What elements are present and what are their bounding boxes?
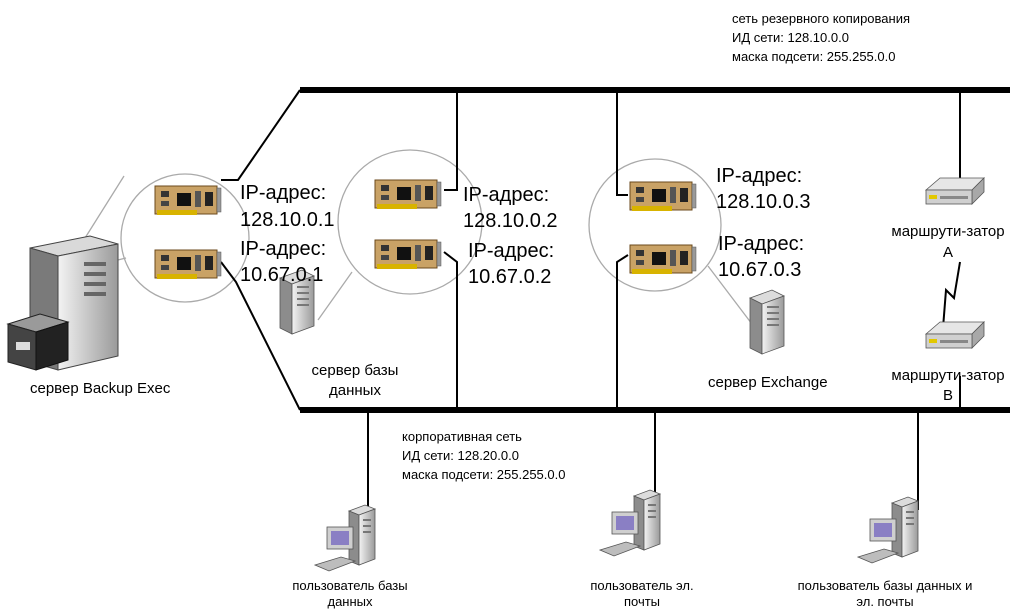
nic-address: 10.67.0.1 [240,264,324,286]
database-server-label-line2: данных [329,382,381,399]
router-b-label-line2: B [942,387,953,404]
database-user-label-line2: данных [327,594,373,609]
backup-exec-server-label: сервер Backup Exec [30,380,171,397]
nic-icon [154,185,222,216]
database-user-workstation-icon [314,504,376,572]
backup-network-mask: маска подсети: 255.255.0.0 [732,49,896,64]
nic-address: 128.10.0.3 [716,191,811,213]
database-mail-user-workstation-icon [857,496,919,564]
nic-address: 10.67.0.2 [468,266,552,288]
database-server-label-line1: сервер базы [311,362,399,379]
database-mail-user-label-line1: пользователь базы данных и [797,578,973,593]
corporate-network-mask: маска подсети: 255.255.0.0 [402,467,566,482]
mail-user-label-line2: почты [623,594,661,609]
router-a-label-line1: маршрути-затор [891,223,1005,240]
nic-label: IP-адрес: [240,238,327,260]
nic-label: IP-адрес: [240,182,327,204]
corporate-network-name: корпоративная сеть [402,429,522,444]
corporate-network-id: ИД сети: 128.20.0.0 [402,448,519,463]
nic-icon [154,249,222,280]
backup-network-name: сеть резервного копирования [732,11,910,26]
database-user-label-line1: пользователь базы [292,578,408,593]
backup-network-id: ИД сети: 128.10.0.0 [732,30,849,45]
router-a-icon [925,177,985,205]
nic-address: 10.67.0.3 [718,259,802,281]
exchange-server-label: сервер Exchange [708,374,828,391]
exchange-server-icon [749,289,785,355]
router-b-icon [925,321,985,349]
nic-icon [374,239,442,270]
nic-icon [629,244,697,275]
router-b-label-line1: маршрути-затор [891,367,1005,384]
mail-user-label-line1: пользователь эл. [590,578,694,593]
nic-label: IP-адрес: [463,184,550,206]
nic-address: 128.10.0.1 [240,209,335,231]
database-mail-user-label-line2: эл. почты [856,594,914,609]
router-a-label-line2: A [942,244,953,261]
nic-icon [629,181,697,212]
backup-exec-server-icon [6,235,119,371]
mail-user-workstation-icon [599,489,661,557]
nic-address: 128.10.0.2 [463,210,558,232]
nic-label: IP-адрес: [468,240,555,262]
nic-label: IP-адрес: [716,165,803,187]
nic-icon [374,179,442,210]
nic-label: IP-адрес: [718,233,805,255]
